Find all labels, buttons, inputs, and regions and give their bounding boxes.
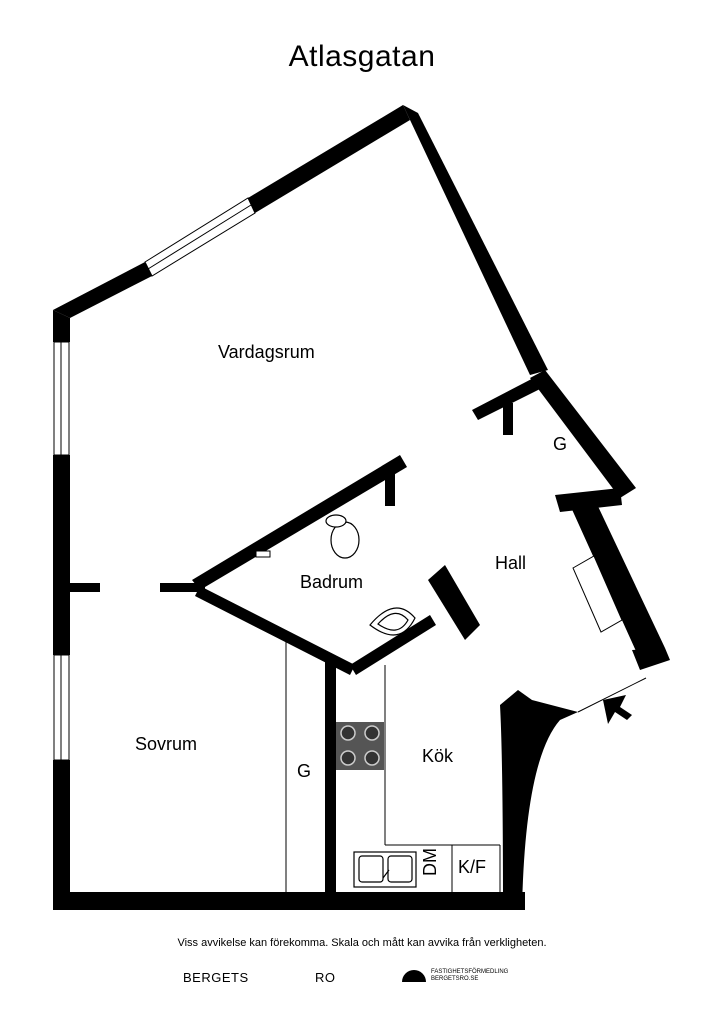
wall-left-bottom: [53, 760, 70, 910]
wall-entrance-stub: [632, 648, 670, 670]
room-label-garderob-sovrum: G: [297, 761, 312, 781]
wall-kitchen-left: [325, 660, 336, 892]
outer-walls: [53, 105, 670, 910]
wall-left-upper: [53, 310, 70, 342]
wall-hall-stub-a: [472, 372, 550, 420]
wall-kitchen-curve: [500, 690, 578, 910]
wall-bath-right: [350, 615, 436, 675]
agency-text: FASTIGHETSFÖRMEDLING BERGETSRO.SE: [431, 969, 508, 983]
room-label-vardagsrum: Vardagsrum: [218, 342, 315, 362]
room-label-badrum: Badrum: [300, 572, 364, 592]
room-label-sovrum: Sovrum: [135, 734, 198, 754]
wall-right-bottom-diag: [570, 500, 665, 660]
label-kf: K/F: [458, 857, 487, 877]
wall-bath-bottom: [195, 586, 355, 675]
wall-top-left: [53, 262, 152, 318]
wall-top-mid: [248, 105, 410, 213]
room-label-kok: Kök: [422, 746, 454, 766]
wall-left-lower: [53, 455, 70, 655]
brand-name-mid: RO: [315, 970, 336, 985]
brand-name-left: BERGETS: [183, 970, 249, 985]
washbasin: [369, 607, 416, 636]
agency-line-2: BERGETSRO.SE: [431, 976, 479, 982]
entrance-arrow-icon: [603, 695, 632, 724]
wall-bath-door-jamb: [428, 565, 480, 640]
agency-line-1: FASTIGHETSFÖRMEDLING: [431, 969, 509, 975]
plan-title: Atlasgatan: [288, 40, 436, 73]
kitchen-counter: [384, 665, 501, 892]
kitchen-sink: [353, 851, 417, 888]
wall-right-lower-diag: [530, 370, 636, 498]
wall-divider-mid: [160, 583, 205, 592]
label-dm: DM: [420, 848, 440, 876]
disclaimer-text: Viss avvikelse kan förekomma. Skala och …: [177, 937, 547, 949]
interior-walls: [70, 372, 550, 892]
room-label-garderob-hall: G: [553, 434, 568, 454]
wall-bottom: [53, 892, 525, 910]
wall-divider-left: [70, 583, 100, 592]
windows: [53, 197, 256, 761]
wall-bath-stub: [385, 468, 395, 506]
shower-fixture: [255, 550, 271, 558]
room-label-hall: Hall: [495, 553, 527, 573]
agency-logo-icon: [402, 970, 426, 982]
entrance-door: [577, 677, 647, 713]
toilet: [325, 514, 360, 559]
wall-hall-stub-b: [503, 403, 513, 435]
stove: [336, 722, 384, 770]
wall-bath-top: [192, 455, 407, 590]
hall-shelf: [572, 555, 623, 633]
wall-right-diagonal: [403, 105, 548, 375]
